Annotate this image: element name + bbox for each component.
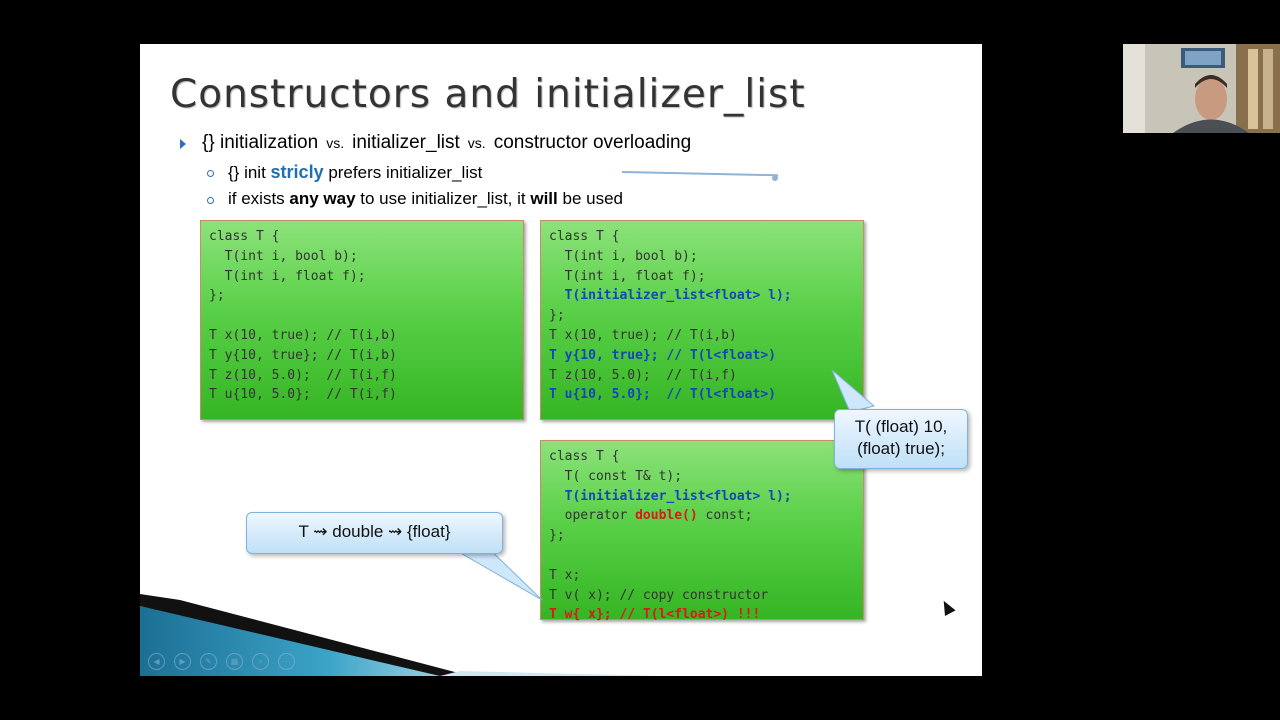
next-icon[interactable]: ▶	[174, 653, 191, 670]
pen-icon[interactable]: ✎	[200, 653, 217, 670]
sub2-pre: if exists	[228, 189, 290, 208]
code-line-highlight: T(initializer_list<float> l);	[549, 288, 792, 304]
pen-annotation-line	[621, 171, 778, 177]
code-line: class T {	[549, 449, 620, 464]
code-box-1: class T { T(int i, bool b); T(int i, flo…	[200, 220, 524, 420]
code-line-error: T w{ x}; // T(l<float>) !!!	[549, 607, 761, 623]
more-icon[interactable]: ⋯	[278, 653, 295, 670]
bullet-main: {} initialization vs. initializer_list vs. c…	[202, 132, 691, 154]
prev-icon[interactable]: ◀	[148, 653, 165, 670]
code-fragment: const;	[697, 508, 753, 524]
code-line: T x(10, true); // T(i,b)	[549, 327, 737, 343]
callout-line: T( (float) 10,	[854, 417, 948, 436]
bullet-arrow-icon	[180, 139, 186, 149]
code-line: T z(10, 5.0); // T(i,f)	[209, 367, 397, 383]
code-line: T y{10, true}; // T(i,b)	[209, 347, 397, 363]
sub-bullet-2: if exists any way to use initializer_lis…	[228, 189, 623, 209]
code-box-1-text: class T { T(int i, bool b); T(int i, flo…	[201, 221, 523, 411]
code-line: class T {	[209, 229, 280, 244]
code-line: };	[549, 528, 565, 544]
code-box-2-text: class T { T(int i, bool b); T(int i, flo…	[541, 221, 863, 411]
code-line: class T {	[549, 229, 620, 244]
callout-float-cast: T( (float) 10, (float) true);	[834, 409, 968, 469]
code-box-2: class T { T(int i, bool b); T(int i, flo…	[540, 220, 864, 420]
code-line-highlight: T(initializer_list<float> l);	[549, 488, 792, 504]
slide-wave-decoration	[140, 594, 660, 676]
code-line: T(int i, float f);	[549, 268, 706, 284]
sub-bullet-circle-icon	[207, 197, 214, 204]
bullet-text-a: {} initialization	[202, 132, 319, 153]
presenter-video	[1123, 44, 1280, 133]
sub2-mid: to use initializer_list, it	[355, 189, 531, 208]
code-line: T x;	[549, 567, 581, 583]
code-line: T z(10, 5.0); // T(i,f)	[549, 367, 737, 383]
code-line: T(int i, bool b);	[549, 248, 698, 264]
zoom-icon[interactable]: ⌕	[252, 653, 269, 670]
code-line-highlight: T y{10, true}; // T(l<float>)	[549, 347, 776, 363]
sub2-emphasis-2: will	[530, 189, 558, 208]
callout-tail	[436, 540, 543, 601]
vs-label: vs.	[326, 135, 345, 151]
callout-conversion-chain: T ⇝ double ⇝ {float}	[246, 512, 503, 554]
slides-icon[interactable]: ▦	[226, 653, 243, 670]
webcam-feed	[1123, 44, 1280, 133]
code-fragment-red: double()	[635, 508, 698, 524]
code-line: };	[549, 308, 565, 324]
code-line: T u{10, 5.0}; // T(i,f)	[209, 387, 397, 403]
code-line-highlight: T u{10, 5.0}; // T(l<float>)	[549, 387, 776, 403]
sub1-pre: {} init	[228, 163, 271, 182]
callout-line: (float) true);	[857, 439, 945, 458]
presentation-slide: Constructors and initializer_list {} ini…	[140, 44, 982, 676]
sub2-emphasis-1: any way	[289, 189, 356, 208]
code-fragment: operator	[549, 508, 636, 524]
bullet-text-b: initializer_list	[352, 132, 460, 153]
sub1-emphasis: stricly	[270, 162, 324, 182]
code-box-3-text: class T { T( const T& t); T(initializer_…	[541, 441, 863, 631]
sub-bullet-1: {} init stricly prefers initializer_list	[228, 162, 482, 183]
code-line: };	[209, 288, 225, 304]
sub2-post: be used	[557, 189, 623, 208]
vs-label: vs.	[467, 135, 486, 151]
code-line: T( const T& t);	[549, 468, 683, 484]
slide-title: Constructors and initializer_list	[170, 72, 806, 117]
code-line: T(int i, float f);	[209, 268, 366, 284]
code-line: T(int i, bool b);	[209, 248, 358, 264]
slideshow-navbar[interactable]: ◀ ▶ ✎ ▦ ⌕ ⋯	[148, 651, 304, 670]
code-line: T v( x); // copy constructor	[549, 587, 769, 603]
bullet-text-c: constructor overloading	[493, 132, 692, 153]
sub-bullet-circle-icon	[207, 170, 214, 177]
code-line: T x(10, true); // T(i,b)	[209, 327, 397, 343]
sub1-post: prefers initializer_list	[323, 163, 483, 182]
pen-annotation-dot	[772, 175, 778, 181]
code-box-3: class T { T( const T& t); T(initializer_…	[540, 440, 864, 622]
